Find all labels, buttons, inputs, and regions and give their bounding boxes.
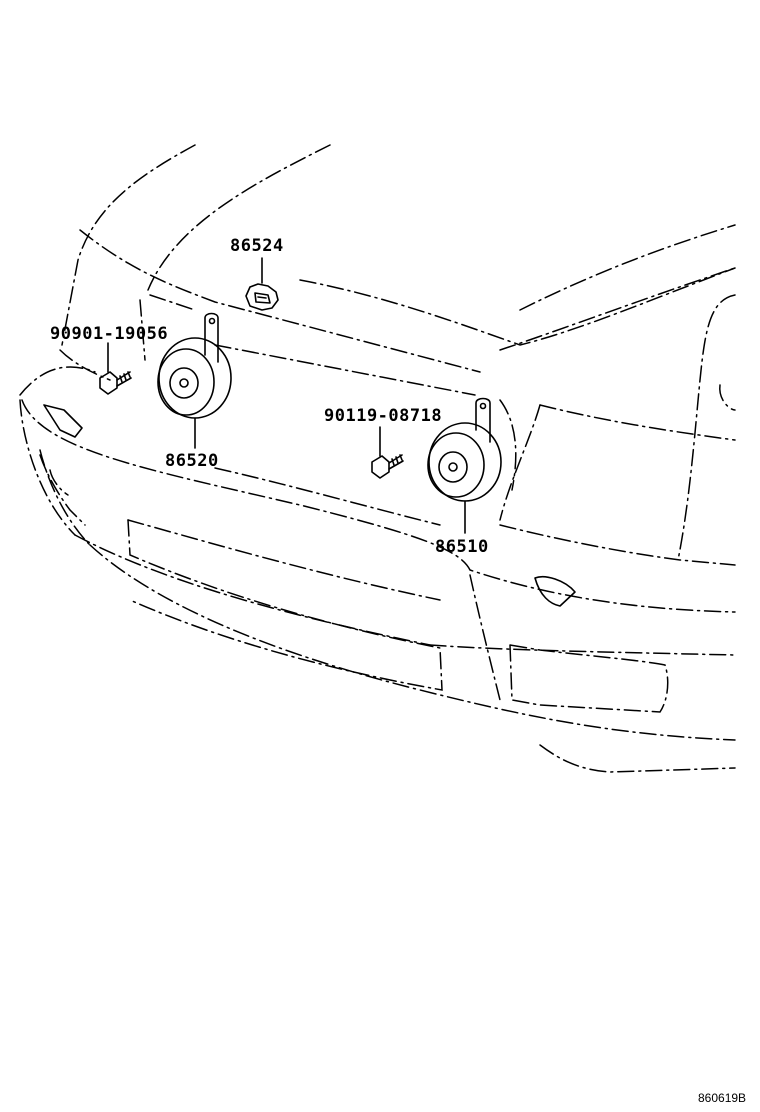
part-86524-bracket — [245, 283, 279, 311]
part-label-86524: 86524 — [230, 236, 284, 256]
part-90119-08718-bolt — [371, 454, 404, 479]
part-86510-horn — [427, 397, 502, 502]
part-label-86520: 86520 — [165, 451, 219, 471]
part-label-90119-08718: 90119-08718 — [324, 406, 442, 426]
vehicle-body-outline — [19, 144, 736, 773]
part-90901-19056-bolt — [99, 371, 132, 395]
part-label-90901-19056: 90901-19056 — [50, 324, 168, 344]
part-86520-horn — [157, 312, 232, 419]
figure-reference-code: 860619B — [698, 1091, 746, 1105]
part-label-86510: 86510 — [435, 537, 489, 557]
